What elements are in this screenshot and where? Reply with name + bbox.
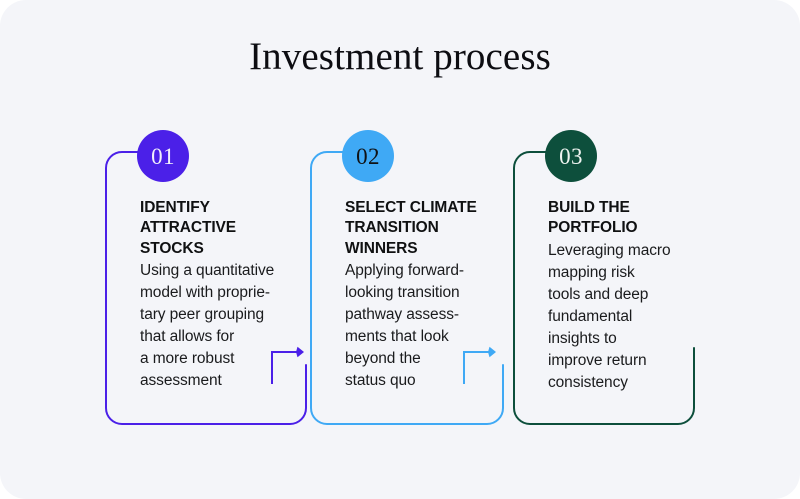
step-description-2: Applying forward- looking transition pat… [345,262,464,390]
step-number-2: 02 [356,143,380,169]
step-content-3: BUILD THE PORTFOLIO Leveraging macro map… [548,198,720,394]
step-number-1: 01 [151,143,175,169]
step-number-3: 03 [559,143,583,169]
step-content-2: SELECT CLIMATE TRANSITION WINNERS Applyi… [345,198,517,392]
step-heading-2: SELECT CLIMATE TRANSITION WINNERS [345,199,477,257]
page-title: Investment process [249,35,551,78]
step-card-3: 03 BUILD THE PORTFOLIO Leveraging macro … [512,130,722,425]
step-content-1: IDENTIFY ATTRACTIVE STOCKS Using a quant… [140,198,312,392]
step-card-1: 01 IDENTIFY ATTRACTIVE STOCKS Using a qu… [104,130,314,425]
step-number-badge-1: 01 [137,130,189,182]
step-heading-1: IDENTIFY ATTRACTIVE STOCKS [140,199,237,257]
step-card-2: 02 SELECT CLIMATE TRANSITION WINNERS App… [309,130,519,425]
step-description-1: Using a quantitative model with proprie-… [140,262,275,390]
step-heading-3: BUILD THE PORTFOLIO [548,199,638,237]
step-number-badge-2: 02 [342,130,394,182]
step-number-badge-3: 03 [545,130,597,182]
step-description-3: Leveraging macro mapping risk tools and … [548,241,671,391]
